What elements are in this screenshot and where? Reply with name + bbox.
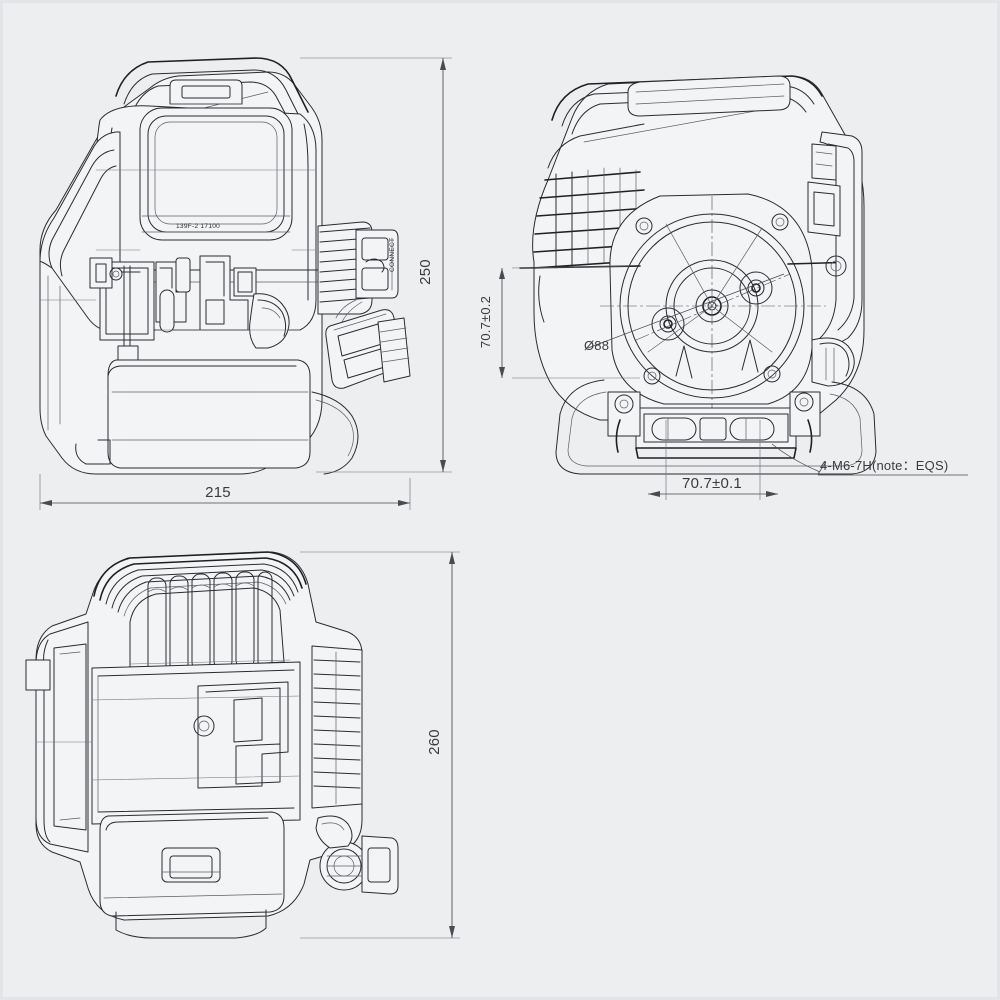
note-thread-text: 4-M6-7H(note：EQS) <box>820 458 948 473</box>
note-thread: 4-M6-7H(note：EQS) <box>771 443 968 476</box>
cover-screws <box>635 213 789 385</box>
dim-70-7-tol02-value: 70.7±0.2 <box>478 296 493 348</box>
dim-215-value: 215 <box>205 484 231 501</box>
knurled-knob <box>319 841 369 891</box>
dim-depth-260: 260 <box>300 551 460 939</box>
dim-width-215: 215 <box>39 474 411 510</box>
part-number-label: 139F-2 17100 <box>176 223 220 230</box>
view-front-end <box>519 75 877 475</box>
dim-center-height-70-7: 70.7±0.2 <box>478 265 640 379</box>
view-top <box>25 551 399 939</box>
dim-250-value: 250 <box>417 259 434 285</box>
dim-height-250: 250 <box>300 57 452 473</box>
view-side-left: 139F-2 17100 <box>39 57 411 475</box>
top-view-muffler-fins <box>313 651 361 805</box>
dim-260-value: 260 <box>426 729 443 755</box>
coil-side-text: CONNECT <box>389 238 396 272</box>
dim-bolt-spacing-70-7: 70.7±0.1 <box>648 420 778 500</box>
dim-bolt-circle-88: Ø88 <box>584 273 785 353</box>
dim-88-value: Ø88 <box>584 338 609 353</box>
dim-70-7-tol01-value: 70.7±0.1 <box>682 475 742 492</box>
